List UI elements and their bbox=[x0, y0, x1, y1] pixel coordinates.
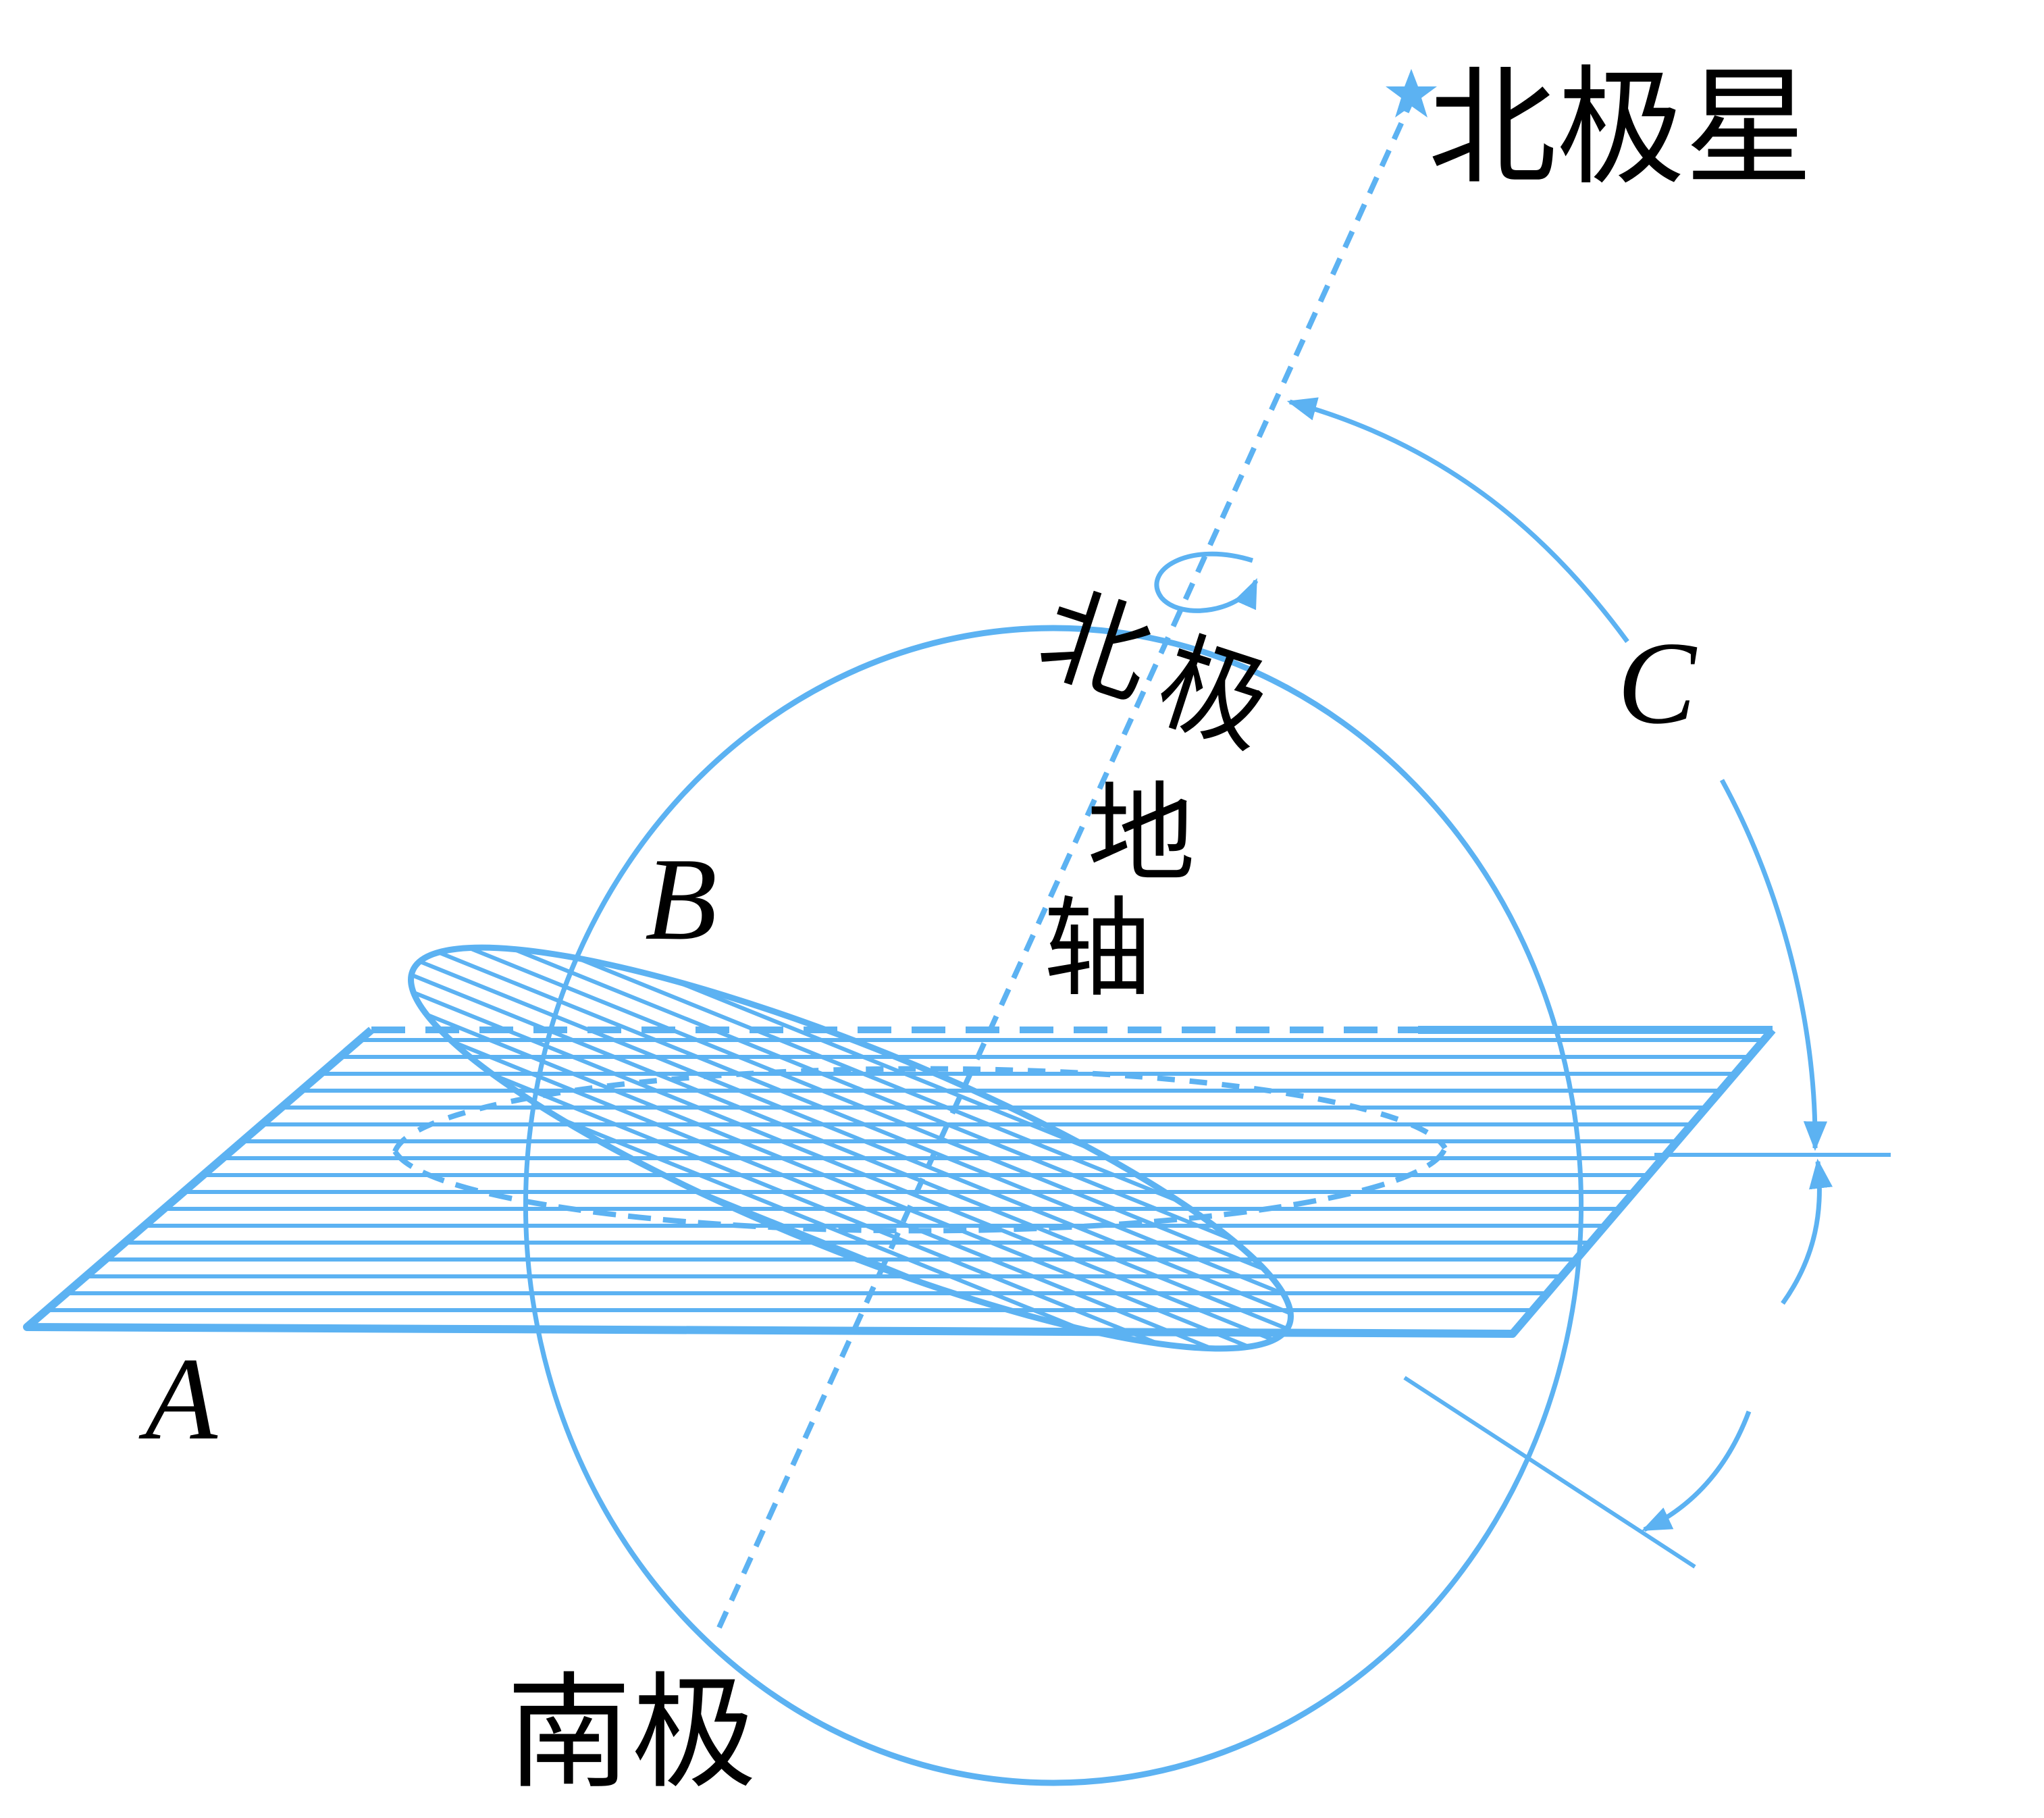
plane-b-label: B bbox=[645, 833, 717, 964]
equatorial-plane-b bbox=[374, 877, 1328, 1420]
angle-arc-lower-down bbox=[1642, 1410, 1752, 1532]
polaris-label: 北极星 bbox=[1428, 53, 1813, 203]
axis-label-1: 地 bbox=[1087, 771, 1195, 897]
north-pole-label-1: 北 bbox=[1025, 569, 1167, 722]
angle-c-arc-upper bbox=[1286, 397, 1629, 644]
angle-arc-lower-up bbox=[1781, 1158, 1833, 1305]
horizon-circle-front bbox=[392, 1147, 1448, 1234]
angle-c-label: C bbox=[1617, 617, 1698, 748]
earth-axis bbox=[716, 100, 1414, 1629]
axis-label-2: 轴 bbox=[1043, 885, 1151, 1012]
equator-extension-line bbox=[1403, 1376, 1696, 1569]
star-icon bbox=[1386, 69, 1437, 118]
earth-sphere bbox=[523, 625, 1584, 1786]
angle-c-arc-lower bbox=[1719, 779, 1828, 1151]
rotation-arrow bbox=[1154, 551, 1259, 613]
horizon-circle-back bbox=[392, 1066, 1448, 1153]
plane-a-label: A bbox=[138, 1333, 218, 1464]
south-pole-label: 南极 bbox=[506, 1660, 756, 1806]
